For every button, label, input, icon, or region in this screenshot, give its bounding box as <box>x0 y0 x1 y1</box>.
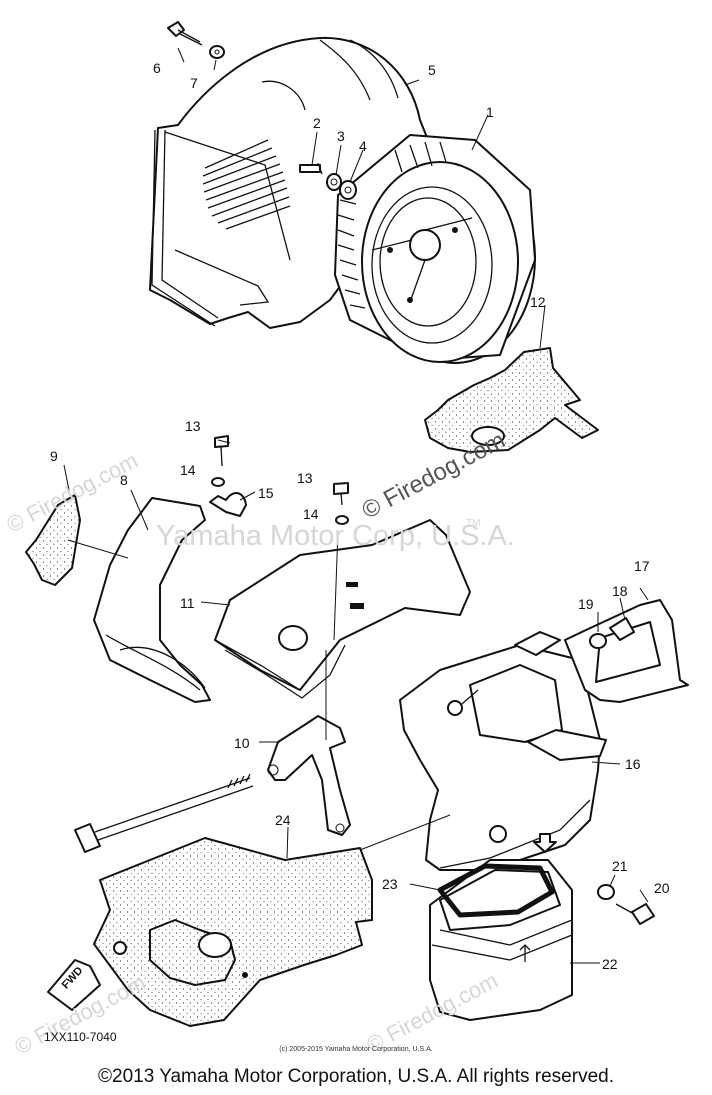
callout-22: 22 <box>602 956 618 972</box>
callout-7: 7 <box>190 75 198 91</box>
washer-19 <box>589 633 607 649</box>
callout-18: 18 <box>612 583 628 599</box>
callout-6: 6 <box>153 60 161 76</box>
callout-1: 1 <box>486 104 494 120</box>
bolt-18 <box>609 617 635 641</box>
housing-16 <box>399 631 607 871</box>
callout-13-left: 13 <box>185 418 201 434</box>
copyright-notice: ©2013 Yamaha Motor Corporation, U.S.A. A… <box>98 1066 614 1087</box>
plate-9 <box>25 494 81 586</box>
top-cover-11 <box>214 519 471 699</box>
callout-4: 4 <box>359 138 367 154</box>
callout-19: 19 <box>578 596 594 612</box>
flywheel-fan <box>334 134 536 364</box>
source-credit: (c) 2005-2015 Yamaha Motor Corporation, … <box>279 1046 433 1053</box>
washer-7 <box>209 45 225 59</box>
callout-20: 20 <box>654 880 670 896</box>
callout-14-left: 14 <box>180 462 196 478</box>
callout-10: 10 <box>234 735 250 751</box>
callout-15: 15 <box>258 485 274 501</box>
callout-24: 24 <box>275 812 291 828</box>
washer-14-left <box>211 477 225 487</box>
leader-lines <box>63 47 649 964</box>
callout-17: 17 <box>634 558 650 574</box>
washer-14-center <box>335 515 349 525</box>
clamp-15 <box>209 492 247 517</box>
gasket-23 <box>437 863 555 918</box>
callout-3: 3 <box>337 128 345 144</box>
bolt-13-left <box>214 435 229 467</box>
callout-16: 16 <box>625 756 641 772</box>
callout-5: 5 <box>428 62 436 78</box>
watermark-main: Yamaha Motor Corp, U.S.A. <box>156 520 515 552</box>
callout-8: 8 <box>120 472 128 488</box>
bolt-20 <box>615 903 655 925</box>
nut-21 <box>597 884 615 900</box>
cover-plate-12 <box>424 347 599 453</box>
long-bolt <box>74 773 254 853</box>
callout-2: 2 <box>313 115 321 131</box>
washer-4 <box>339 180 357 200</box>
handle-17 <box>564 599 689 703</box>
callout-23: 23 <box>382 876 398 892</box>
callout-9: 9 <box>50 448 58 464</box>
washer-3 <box>326 173 342 191</box>
callout-11: 11 <box>180 595 195 611</box>
shroud-grille <box>202 139 291 230</box>
watermark-tm: TM <box>466 518 481 529</box>
callout-14-center: 14 <box>303 506 319 522</box>
left-cowl-8 <box>93 497 211 703</box>
bolt-6 <box>167 21 203 46</box>
fwd-arrow <box>47 959 101 1011</box>
callout-12: 12 <box>530 294 546 310</box>
arrow-indicator <box>533 833 557 853</box>
bracket-10 <box>267 715 351 836</box>
screw-2 <box>299 162 323 175</box>
undercover-24 <box>93 837 373 1027</box>
callout-21: 21 <box>612 858 628 874</box>
diagram-code: 1XX110-7040 <box>44 1030 117 1044</box>
callout-13-center: 13 <box>297 470 313 486</box>
bolt-13-center <box>333 482 349 506</box>
